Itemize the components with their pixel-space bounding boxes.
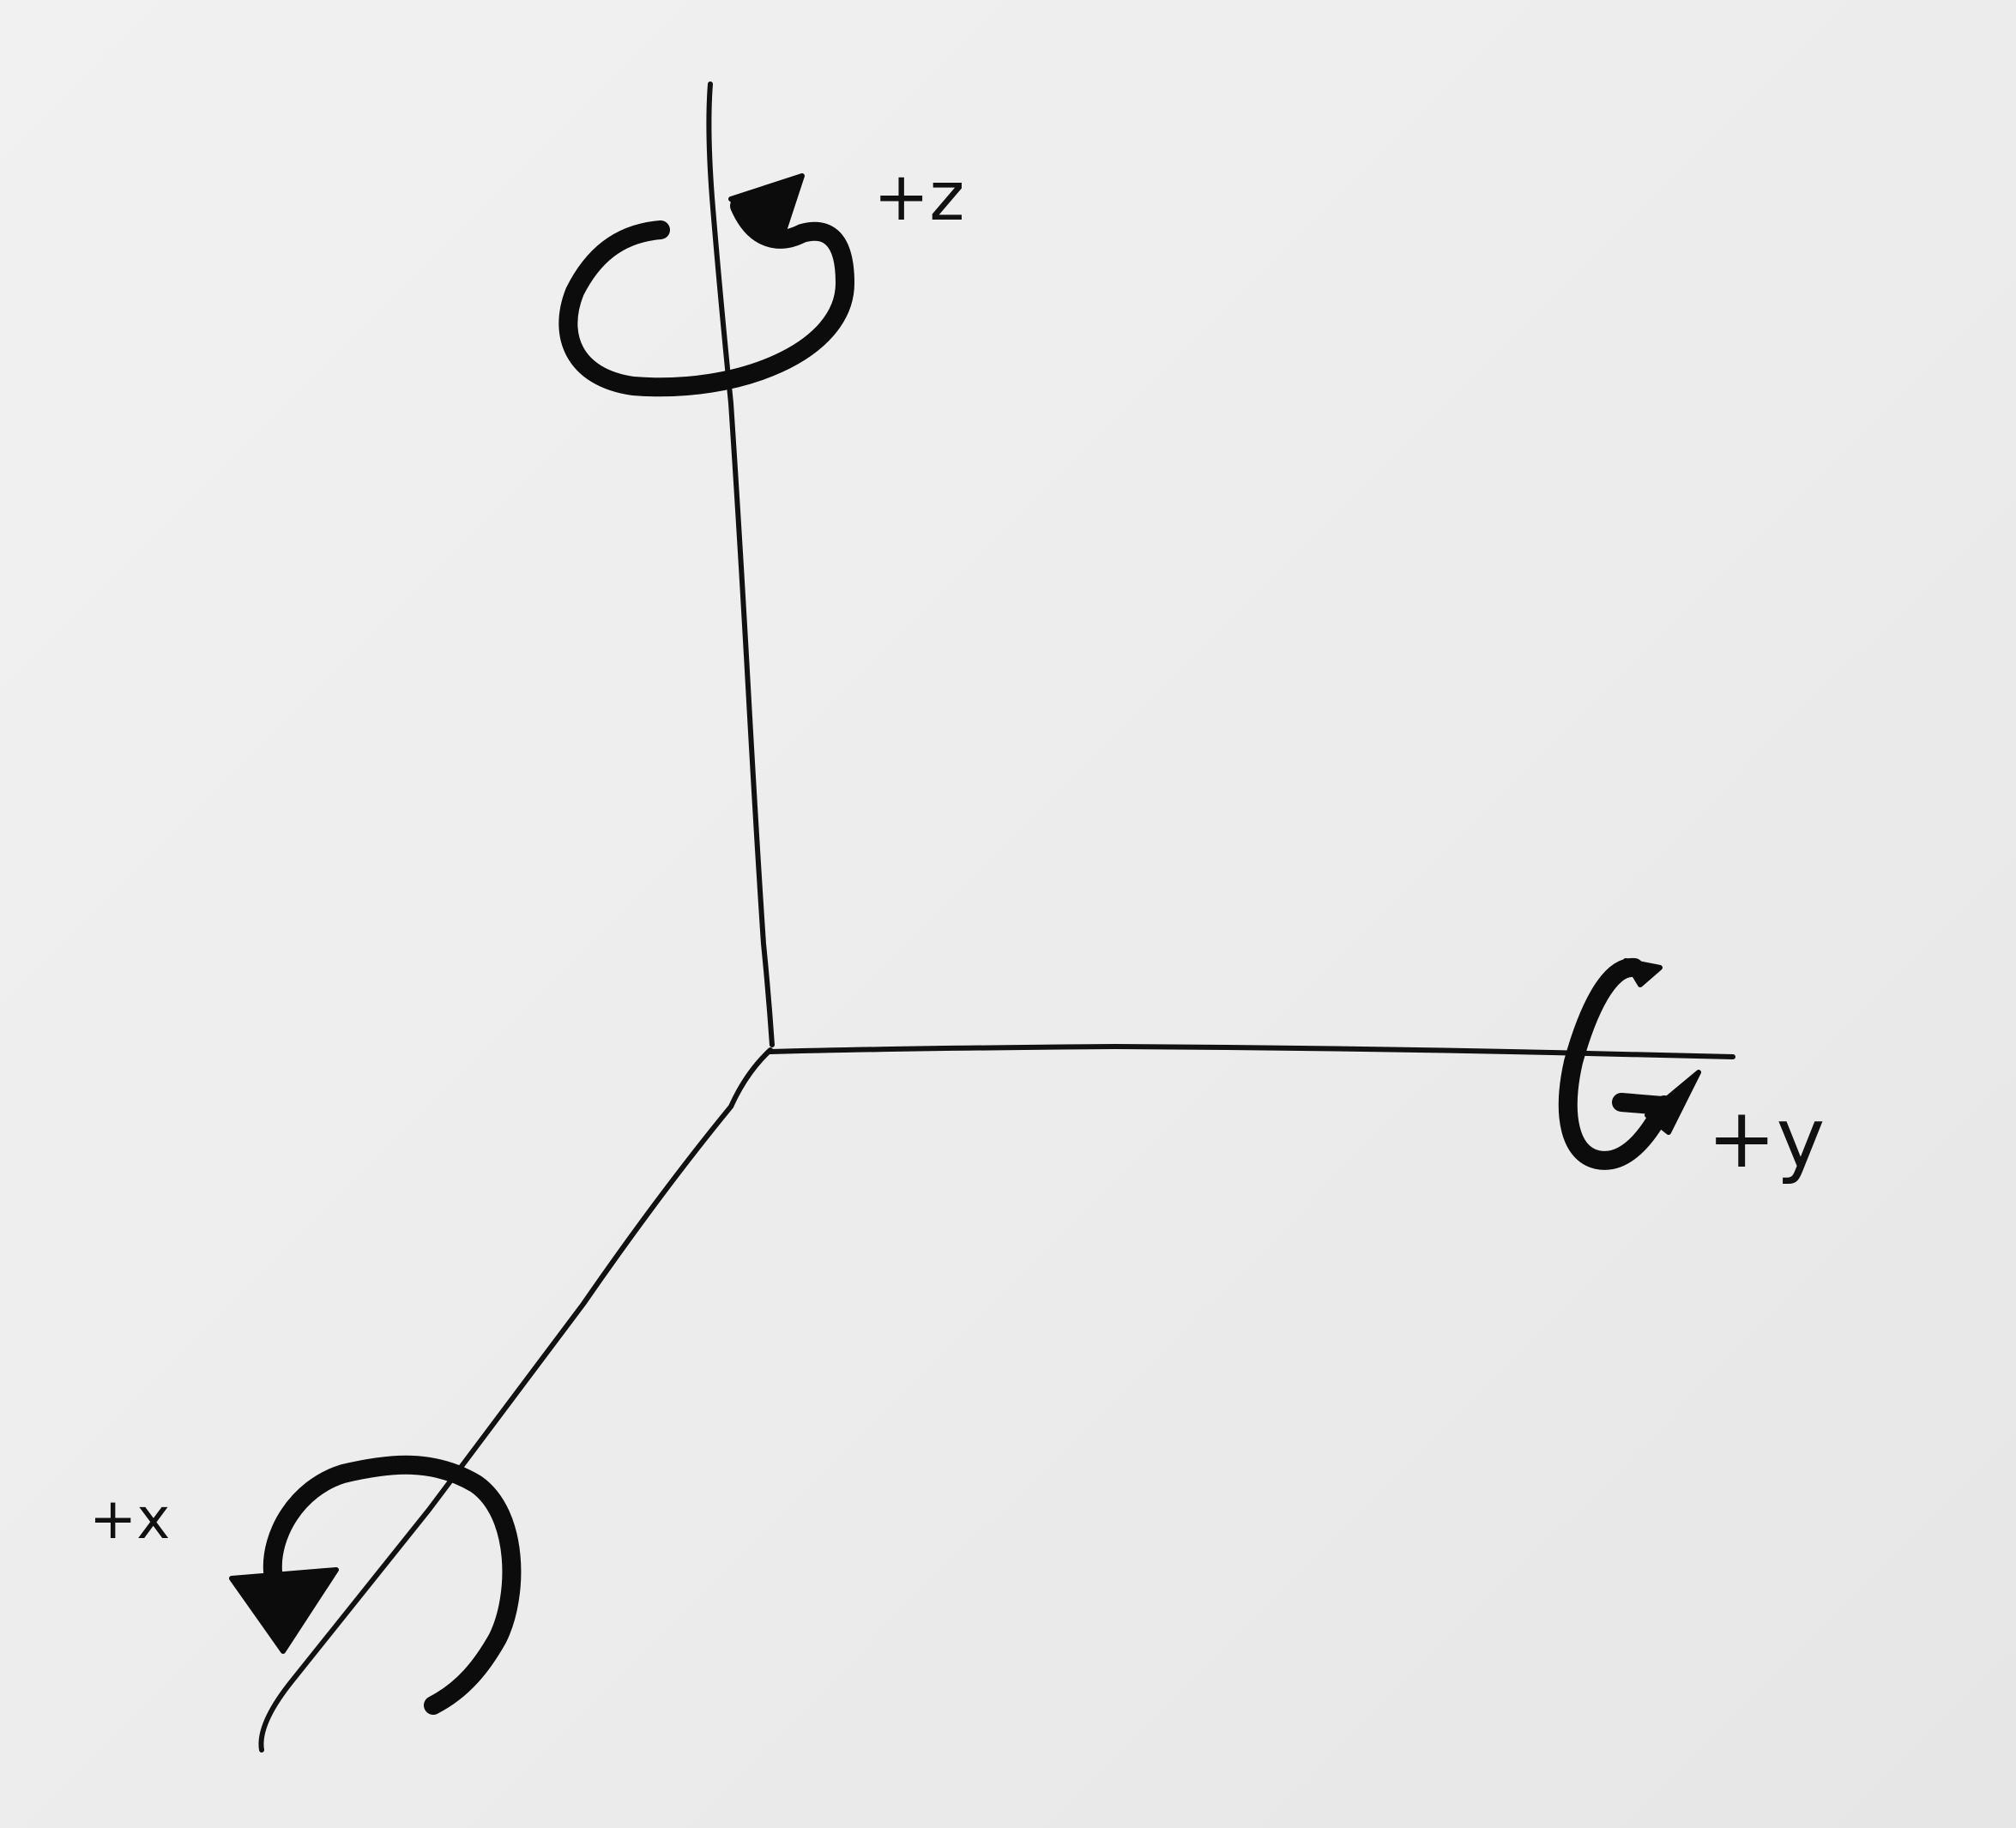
- y-rotation-arrow-icon: [1558, 958, 1701, 1170]
- x-axis-label: +x: [89, 1486, 170, 1552]
- z-rotation-arrow-icon: [558, 173, 854, 397]
- y-axis-line: [768, 1044, 1735, 1059]
- x-rotation-arrow-icon: [229, 1455, 522, 1715]
- z-axis-line: [706, 81, 775, 1047]
- z-axis-label: +z: [873, 159, 964, 236]
- y-axis-label: +y: [1707, 1090, 1825, 1186]
- x-axis-line: [258, 1047, 773, 1753]
